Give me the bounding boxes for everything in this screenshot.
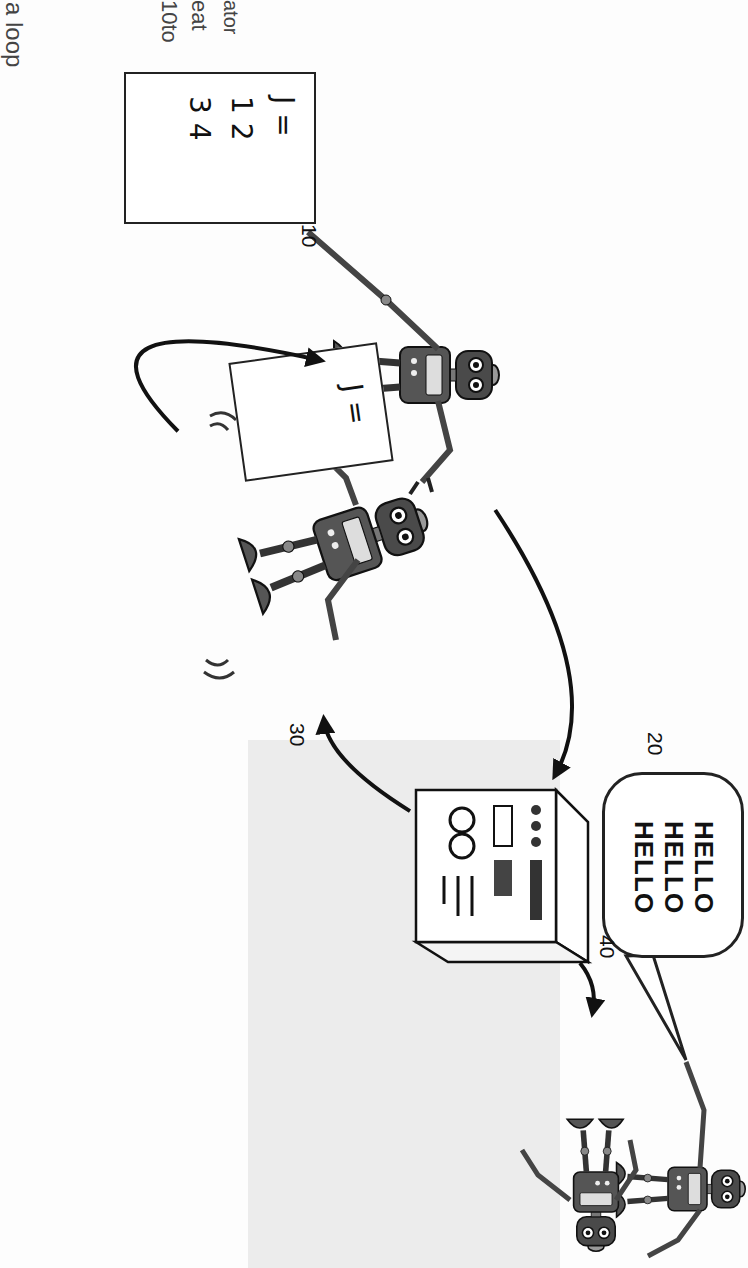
step-number: 20 — [643, 732, 668, 755]
page-text: ator — [219, 0, 242, 34]
flow-arrow — [324, 720, 410, 811]
node-text: J = 1 2 3 4 — [178, 96, 304, 156]
bubble-tail — [626, 955, 686, 1060]
flow-arrow — [495, 510, 572, 775]
node-text: J = — [331, 381, 381, 446]
speech-bubble: HELLO HELLO HELLO — [602, 772, 744, 958]
step-number: 40 — [595, 935, 620, 958]
page-text: eat — [186, 0, 212, 31]
computer-step: 20 — [410, 775, 596, 963]
shaded-panel — [248, 740, 560, 1268]
paper-sheet: J = 1 2 3 4 — [124, 72, 316, 224]
node-text: HELLO HELLO HELLO — [629, 821, 719, 921]
robot-figure — [617, 1062, 746, 1256]
flow-arrow — [136, 341, 320, 431]
page-text: 10to — [156, 0, 182, 43]
page-text: a loop — [0, 2, 28, 67]
computer-box — [416, 790, 588, 962]
step-number: 10 — [297, 224, 322, 247]
step-number: 30 — [285, 723, 310, 746]
robot-figure — [522, 1119, 636, 1251]
paper-sheet: J = — [228, 342, 393, 482]
robot-step: 40 — [498, 1012, 638, 1262]
flow-arrow — [580, 963, 594, 1012]
